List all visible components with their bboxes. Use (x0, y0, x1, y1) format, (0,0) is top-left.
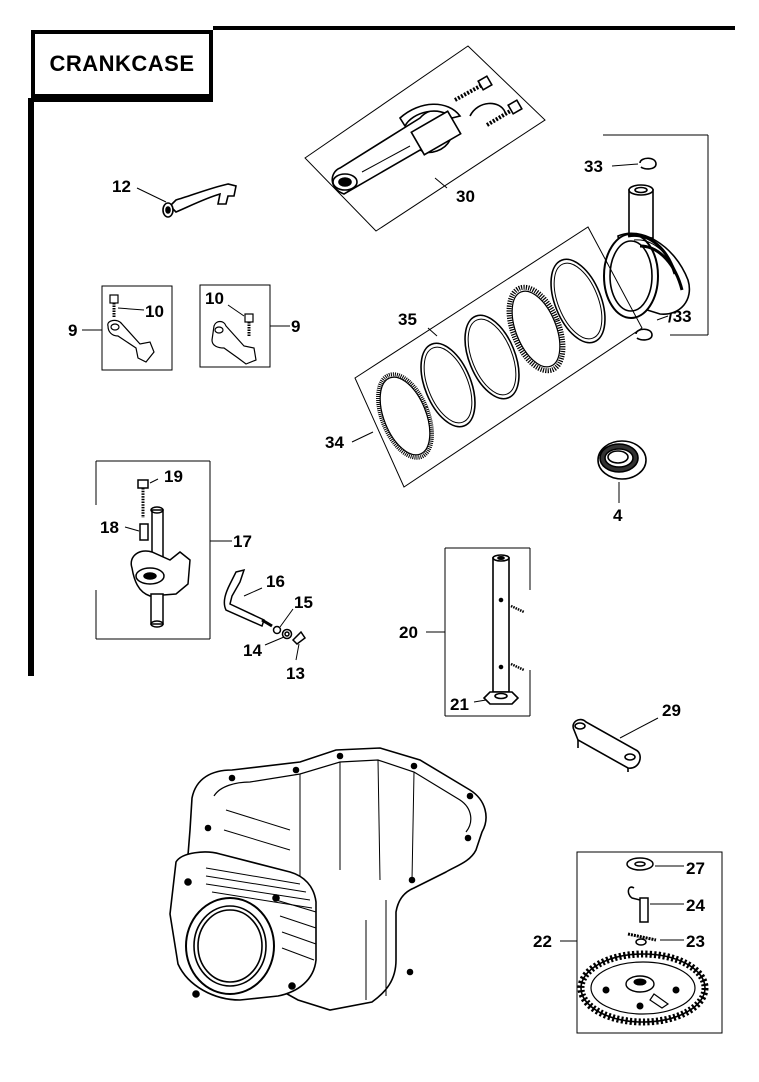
callout-9a: 9 (68, 321, 77, 340)
leader-12 (136, 187, 167, 203)
piston-group-bracket (603, 134, 709, 336)
page-title: CRANKCASE (49, 51, 195, 76)
leader-19 (149, 478, 159, 484)
breather-tube (162, 183, 237, 218)
balance-link (572, 718, 641, 772)
callout-12: 12 (112, 177, 131, 196)
piston (603, 232, 691, 319)
oil-pump (130, 479, 191, 628)
camshaft-bracket (444, 547, 531, 717)
callout-15: 15 (294, 593, 313, 612)
callout-30: 30 (456, 187, 475, 206)
gear-group-frame (576, 851, 723, 1034)
governor-arm-left (101, 285, 173, 371)
leader-14 (264, 636, 285, 646)
leader-35 (427, 327, 438, 337)
camshaft (482, 554, 525, 705)
leader-16 (243, 587, 263, 597)
leader-13 (295, 643, 300, 661)
leader-34 (351, 431, 374, 443)
leader-29 (619, 717, 659, 739)
oil-pump-bracket (95, 460, 211, 640)
leader-30 (434, 177, 448, 189)
callout-14: 14 (243, 641, 262, 660)
oil-pickup-tube (223, 568, 307, 645)
oil-seal (597, 440, 647, 480)
callout-24: 24 (686, 896, 705, 915)
callout-10a: 10 (145, 302, 164, 321)
governor-shaft (627, 886, 649, 923)
leader-18 (124, 526, 140, 532)
crankcase (169, 747, 487, 1011)
leader-21 (473, 699, 487, 703)
leader-10b (227, 304, 245, 317)
callout-9b: 9 (291, 317, 300, 336)
leader-33a (611, 163, 639, 167)
leader-33b (656, 315, 669, 321)
callout-4: 4 (613, 506, 623, 525)
callout-13: 13 (286, 664, 305, 683)
piston-pin (628, 184, 654, 239)
leader-10a (117, 307, 145, 311)
callout-16: 16 (266, 572, 285, 591)
piston-rings (354, 226, 643, 488)
callout-18: 18 (100, 518, 119, 537)
callout-35: 35 (398, 310, 417, 329)
callout-19: 19 (164, 467, 183, 486)
callout-22: 22 (533, 932, 552, 951)
gear-washer (626, 857, 654, 871)
callout-34: 34 (325, 433, 344, 452)
title-box: CRANKCASE (31, 30, 213, 98)
callout-20: 20 (399, 623, 418, 642)
callout-29: 29 (662, 701, 681, 720)
connecting-rod (304, 45, 546, 232)
callout-21: 21 (450, 695, 469, 714)
governor-pin (627, 932, 657, 946)
governor-gear (577, 950, 709, 1026)
callout-17: 17 (233, 532, 252, 551)
callout-27: 27 (686, 859, 705, 878)
callout-23: 23 (686, 932, 705, 951)
leader-15 (279, 608, 294, 628)
callout-33a: 33 (584, 157, 603, 176)
callout-10b: 10 (205, 289, 224, 308)
